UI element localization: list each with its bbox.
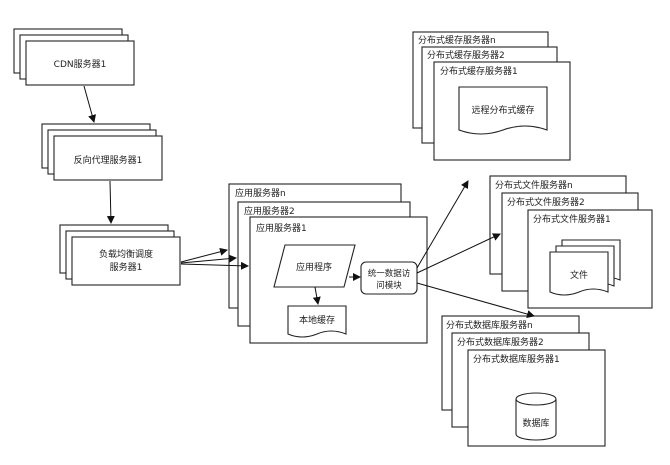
- files-label: 文件: [570, 269, 588, 281]
- database-cylinder-top: [515, 392, 557, 406]
- cdn-server-label: CDN服务器1: [54, 58, 107, 70]
- file-server-label-1: 分布式文件服务器1: [533, 213, 611, 225]
- arrow-lb-to-app-2: [180, 254, 237, 264]
- cache-server-label-1: 分布式缓存服务器1: [440, 65, 518, 77]
- database-cylinder-body: [515, 399, 557, 441]
- cache-server-label-2: 分布式缓存服务器2: [427, 49, 505, 61]
- arrow-proxy-to-lb: [106, 180, 115, 224]
- load-balancer-card-front: [71, 236, 181, 286]
- reverse-proxy-stack: [41, 123, 163, 181]
- remote-cache-shape: [458, 86, 548, 135]
- db-server-label-2: 分布式数据库服务器2: [457, 336, 544, 348]
- remote-cache-label: 远程分布式缓存: [471, 104, 534, 116]
- arrow-program-to-local-cache: [312, 286, 321, 305]
- load-balancer-label-line1: 负载均衡调度: [99, 248, 153, 260]
- app-server-label-n: 应用服务器n: [235, 187, 286, 199]
- load-balancer-stack: [59, 224, 181, 286]
- database-label: 数据库: [522, 417, 549, 429]
- application-program-shape: [273, 244, 356, 288]
- connectors: [83, 85, 535, 318]
- application-program-label: 应用程序: [296, 261, 332, 273]
- data-access-module-line2: 问模块: [376, 280, 402, 291]
- local-cache-shape: [287, 305, 347, 338]
- reverse-proxy-label: 反向代理服务器1: [74, 154, 143, 166]
- file-doc-front: [549, 251, 609, 296]
- db-server-label-1: 分布式数据库服务器1: [473, 353, 560, 365]
- file-server-label-2: 分布式文件服务器2: [507, 196, 585, 208]
- files-shape: [549, 239, 621, 296]
- database-cylinder-shape: [515, 392, 557, 441]
- arrow-lb-to-app-1: [180, 261, 249, 270]
- reverse-proxy-card-front: [53, 135, 163, 181]
- arrow-data-access-to-cache: [416, 180, 469, 269]
- arrow-lb-to-app-n: [180, 247, 228, 263]
- local-cache-label: 本地缓存: [299, 314, 335, 326]
- data-access-module-line1: 统一数据访: [368, 268, 411, 279]
- app-server-label-2: 应用服务器2: [244, 205, 295, 217]
- cdn-server-card-front: [25, 40, 135, 86]
- arrow-data-access-to-files: [416, 233, 501, 274]
- arrow-data-access-to-db: [416, 282, 535, 318]
- arrow-cdn-to-proxy: [83, 85, 96, 123]
- app-server-label-1: 应用服务器1: [256, 222, 307, 234]
- file-server-label-n: 分布式文件服务器n: [495, 179, 573, 191]
- data-access-module-shape: [360, 261, 418, 295]
- load-balancer-label-line2: 服务器1: [110, 261, 143, 273]
- cache-server-label-n: 分布式缓存服务器n: [418, 34, 496, 46]
- cdn-server-stack: [13, 28, 135, 86]
- db-server-label-n: 分布式数据库服务器n: [446, 319, 533, 331]
